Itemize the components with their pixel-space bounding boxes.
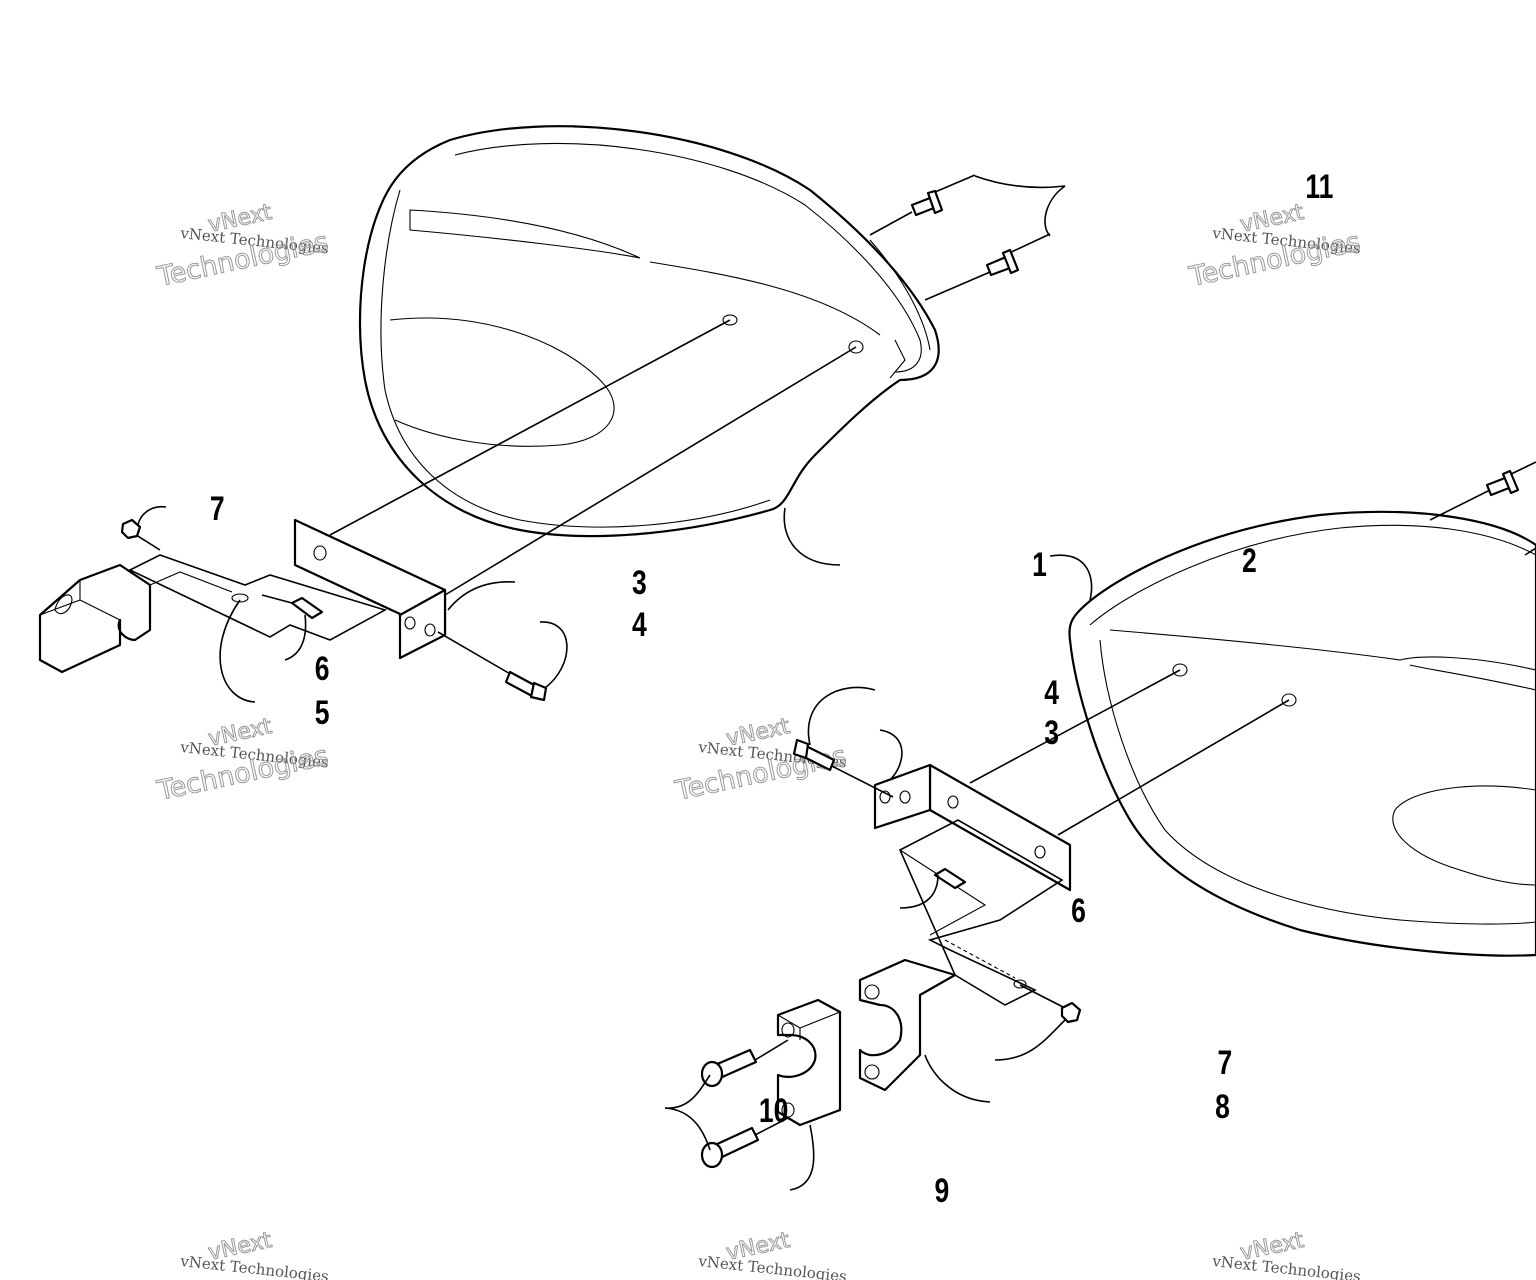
callout-8: 8 [1215, 1088, 1230, 1126]
nut-icon [120, 518, 142, 540]
plate-hole [404, 616, 416, 630]
handguard-left-slot [409, 209, 641, 259]
clamp-left-body [38, 563, 152, 674]
bracket-left-slot [231, 593, 249, 603]
watermark: vNext vNext Technologies [697, 1227, 848, 1280]
bolt-icon [504, 670, 548, 702]
plate-hole [424, 623, 436, 637]
handguard-right-slot [1109, 629, 1536, 691]
handguard-right-rim [1089, 524, 1536, 626]
handguard-left-rim [454, 142, 922, 373]
callout-2: 2 [1242, 542, 1257, 580]
handguard-left-hole-2 [848, 340, 864, 354]
watermark: vNext vNext Technologies Technologies [154, 713, 332, 807]
clamp-left-hole [54, 594, 73, 615]
clamp-right-hole [864, 1064, 880, 1080]
callout-leaders [137, 175, 1093, 1191]
plate-hole [1034, 845, 1046, 859]
handguard-right-hole-1 [1172, 663, 1188, 677]
plate-hole [313, 545, 327, 561]
callout-4: 4 [632, 606, 647, 644]
leader-line [869, 211, 913, 236]
handguard-left-recess [389, 317, 615, 447]
callout-1: 1 [1032, 546, 1047, 584]
callout-3: 3 [1044, 714, 1059, 752]
callout-7: 7 [210, 490, 225, 528]
callout-10: 10 [759, 1092, 789, 1130]
callout-6: 6 [315, 650, 330, 688]
plate-hole [947, 795, 959, 809]
rivet-icon [985, 233, 1051, 277]
mount-plate-left [293, 319, 857, 702]
leader-line [924, 271, 991, 301]
watermark: vNext vNext Technologies Technologies [1186, 199, 1364, 293]
clamp-left [38, 518, 388, 674]
callout-11: 11 [1305, 168, 1333, 206]
handguard-left [358, 125, 940, 538]
handguard-right-shell [1068, 510, 1536, 957]
bracket-left-plate [128, 554, 388, 641]
pin-icon [261, 594, 324, 620]
nut-icon [1060, 1001, 1082, 1024]
mount-plate-right [792, 669, 1290, 892]
leader-line [1429, 489, 1491, 521]
handguard-left-curve [649, 261, 881, 336]
leader-line [1019, 984, 1066, 1009]
leader-line [1057, 699, 1290, 836]
hidden-line [944, 939, 1016, 979]
pin-icon [933, 867, 967, 890]
callout-7: 7 [1218, 1044, 1233, 1082]
callout-6: 6 [1071, 892, 1086, 930]
handguard-right [1068, 461, 1536, 957]
leader-line [1524, 547, 1536, 556]
plate-hole [879, 790, 891, 804]
leader-line [969, 669, 1181, 784]
bracket-right-slot [1013, 979, 1027, 989]
leader-line [437, 631, 513, 676]
screw-icon [700, 1117, 789, 1169]
handguard-left-hole-1 [722, 314, 738, 326]
handguard-left-shell [358, 125, 940, 538]
watermark: vNext vNext Technologies [179, 1227, 330, 1280]
clamp-right-body [858, 958, 957, 1092]
leader-line [444, 346, 857, 596]
callout-4: 4 [1044, 674, 1059, 712]
clamp-right-hole [864, 984, 880, 1000]
handguard-right-rim-inner [1099, 639, 1536, 925]
callout-5: 5 [315, 694, 330, 732]
rivet-icon [1485, 461, 1536, 497]
callout-3: 3 [632, 564, 647, 602]
mount-plate-left-flange [398, 588, 447, 660]
callout-labels: 1 2 3 4 5 6 7 11 4 3 6 7 8 9 10 [210, 168, 1334, 1210]
mount-plate-right-face [928, 763, 1072, 892]
callout-9: 9 [935, 1172, 950, 1210]
clamp-cap-hole [781, 1102, 795, 1118]
leader-line [329, 319, 731, 536]
handguard-right-recess [1392, 785, 1536, 886]
bolt-icon [792, 738, 836, 772]
handguard-right-hole-2 [1281, 693, 1297, 707]
rivets-left [869, 174, 1051, 301]
watermark: vNext vNext Technologies Technologies [154, 199, 332, 293]
plate-hole [899, 790, 911, 804]
bracket-right-plate [898, 819, 1064, 1006]
mount-plate-right-flange [873, 763, 932, 830]
handguard-left-rim-inner [380, 189, 771, 528]
screw-icon [700, 1039, 789, 1088]
rivet-icon [910, 174, 976, 217]
clamp-right [700, 819, 1082, 1169]
clamp-cap-hole [781, 1022, 795, 1038]
watermark: vNext vNext Technologies [1211, 1227, 1362, 1280]
handguard-left-lip [869, 239, 931, 379]
